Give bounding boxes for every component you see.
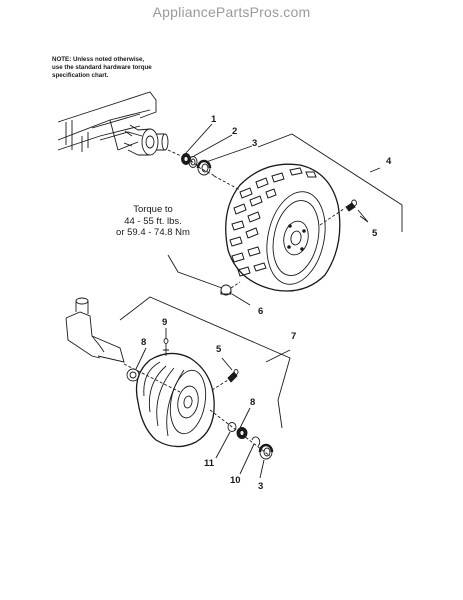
leader-4 <box>369 167 381 173</box>
washer-part-10 <box>251 436 261 447</box>
spacer-part-11 <box>227 422 237 432</box>
callout-8-left: 8 <box>141 337 147 348</box>
note-line-3: specification chart. <box>52 72 109 79</box>
leaders-bottom <box>215 407 265 479</box>
valve-stem-part-5-lower <box>227 369 239 383</box>
leader-5-lower <box>221 357 233 371</box>
assembly-line-wheel <box>213 175 346 226</box>
note-line-1: NOTE: Unless noted otherwise, <box>52 56 145 63</box>
torque-line-3: or 59.4 - 74.8 Nm <box>116 227 190 238</box>
lug-nut-part-6 <box>220 284 232 296</box>
torque-leader <box>167 254 223 289</box>
assembly-line-valve-lower <box>211 379 229 391</box>
callout-8-right: 8 <box>250 397 256 408</box>
callout-1: 1 <box>211 114 217 125</box>
callout-11: 11 <box>204 458 215 469</box>
callout-3-bottom: 3 <box>258 481 264 492</box>
callout-2: 2 <box>232 126 238 137</box>
callout-3-top: 3 <box>252 138 258 149</box>
bushing-part-2 <box>188 156 198 168</box>
note-line-2: use the standard hardware torque <box>52 64 152 71</box>
torque-line-1: Torque to <box>133 204 173 215</box>
hardware-note: NOTE: Unless noted otherwise, use the st… <box>52 56 222 80</box>
bearing-part-3-bottom <box>258 443 274 460</box>
callout-10: 10 <box>230 475 241 486</box>
callout-4: 4 <box>386 156 392 167</box>
callout-6: 6 <box>258 306 264 317</box>
front-axle-hub <box>123 124 169 156</box>
valve-stem-part-5-top <box>345 199 357 212</box>
callout-9: 9 <box>162 317 168 328</box>
callout-7: 7 <box>291 331 297 342</box>
leaders-top <box>185 123 369 306</box>
site-watermark: AppliancePartsPros.com <box>152 4 311 20</box>
bracket-callout-7 <box>119 296 291 429</box>
torque-line-2: 44 - 55 ft. lbs. <box>124 215 182 227</box>
torque-spec: Torque to 44 - 55 ft. lbs. or 59.4 - 74.… <box>108 204 198 239</box>
caster-fork <box>65 297 125 363</box>
mower-frame <box>57 91 157 152</box>
bracket-callout-4 <box>257 133 403 232</box>
leader-7 <box>265 349 291 363</box>
nut-part-8-right <box>236 427 248 439</box>
bearing-part-3-top <box>196 159 212 176</box>
assembly-line-lug <box>230 281 241 289</box>
callout-5-lower: 5 <box>216 344 222 355</box>
rear-caster-wheel <box>135 352 215 448</box>
washer-part-1 <box>181 153 191 165</box>
front-wheel-assembly <box>225 163 341 292</box>
leader-8-left <box>135 347 147 370</box>
callout-5-top: 5 <box>372 228 378 239</box>
